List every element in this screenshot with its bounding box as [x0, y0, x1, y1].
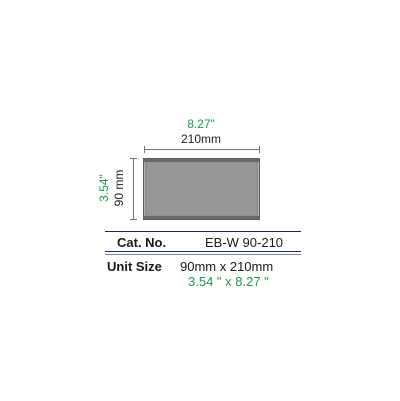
cat-no-label: Cat. No.	[117, 235, 167, 250]
cat-no-value: EB-W 90-210	[205, 235, 284, 250]
spec-mid-rule-secondary	[105, 254, 301, 255]
height-dimension-tick-bottom	[130, 219, 137, 220]
height-mm-label: 90 mm	[112, 169, 126, 207]
width-dimension-tick-right	[259, 146, 260, 153]
unit-size-inch-value: 3.54 " x 8.27 "	[188, 274, 269, 289]
sign-top-rail	[144, 159, 259, 162]
height-inch-label: 3.54"	[97, 174, 111, 202]
sign-product-image	[143, 158, 260, 220]
width-dimension-tick-left	[144, 146, 145, 153]
sign-bottom-rail	[144, 216, 259, 219]
unit-size-mm-value: 90mm x 210mm	[180, 259, 274, 274]
sign-face	[147, 163, 256, 215]
height-dimension-line	[133, 158, 134, 220]
width-inch-label: 8.27"	[187, 117, 215, 131]
unit-size-label: Unit Size	[107, 259, 162, 274]
height-dimension-tick-top	[130, 158, 137, 159]
spec-top-rule	[105, 231, 301, 232]
spec-mid-rule	[105, 251, 301, 252]
width-dimension-line	[144, 149, 260, 150]
width-mm-label: 210mm	[180, 132, 221, 146]
